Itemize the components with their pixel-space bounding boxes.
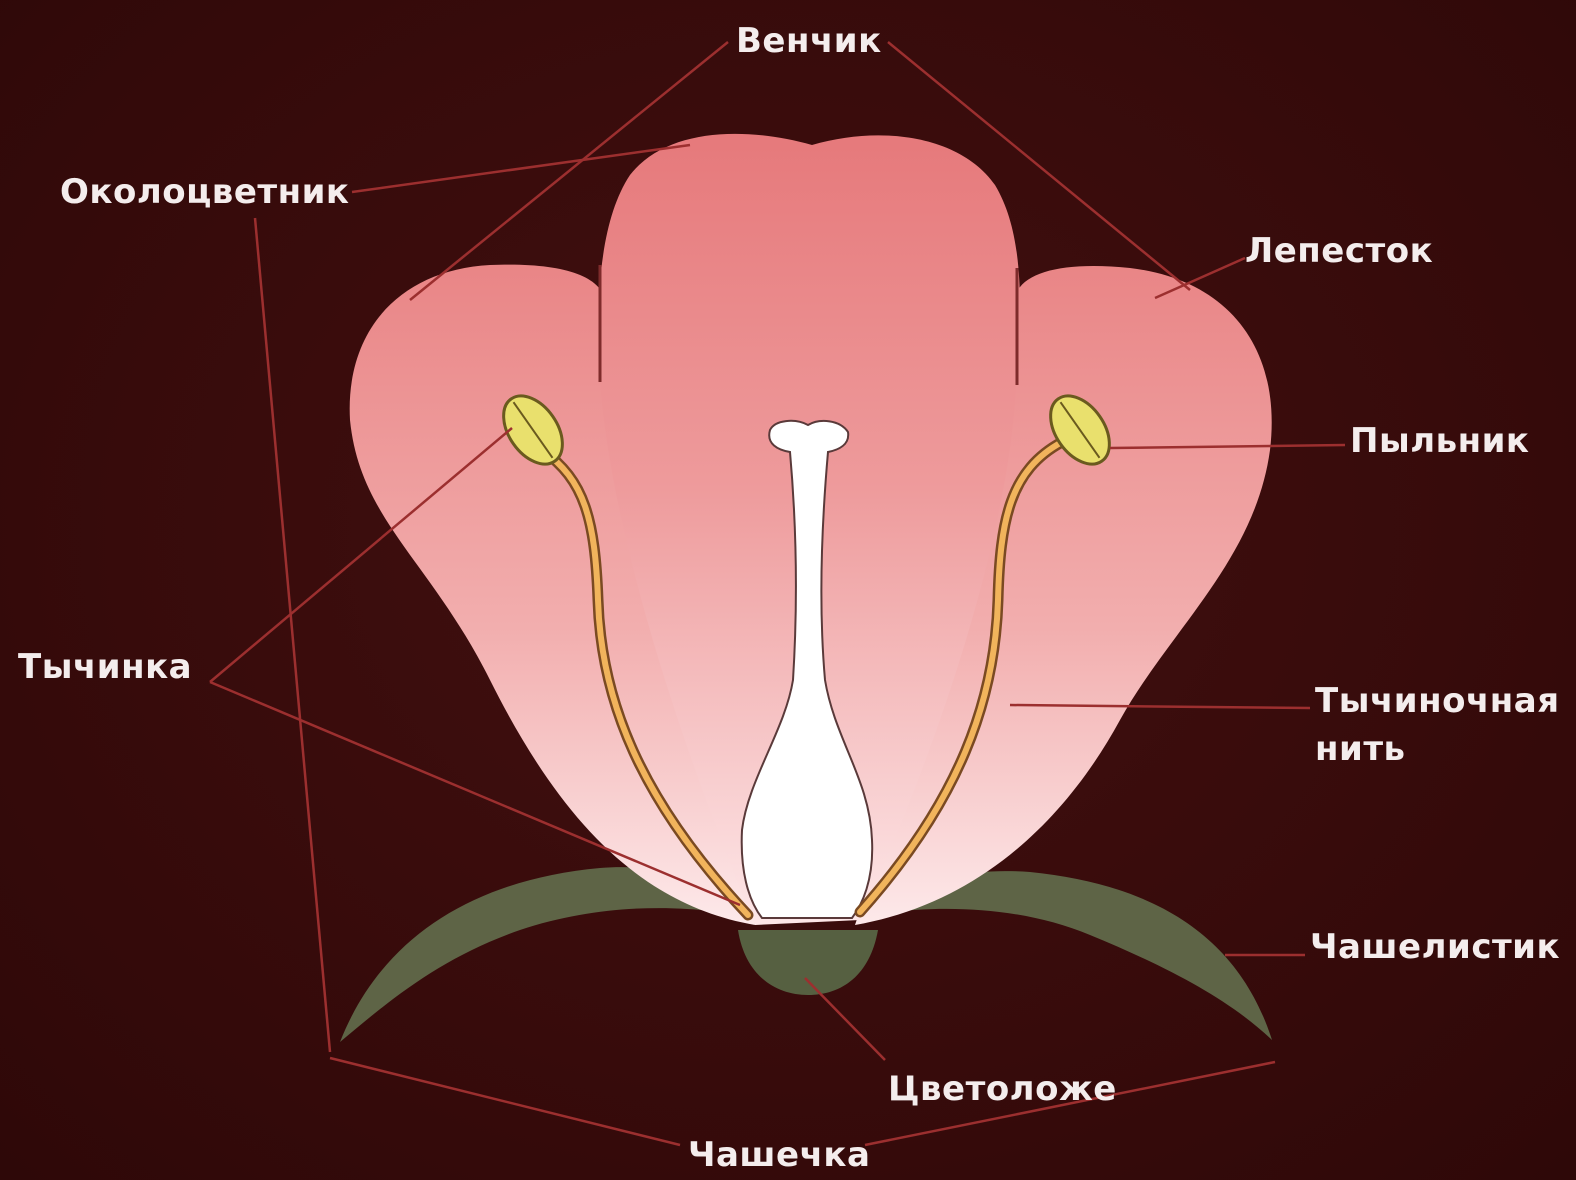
label-anther: Пыльник	[1350, 421, 1530, 461]
label-calyx: Чашечка	[688, 1135, 870, 1175]
receptacle	[738, 930, 878, 995]
label-petal: Лепесток	[1245, 231, 1433, 271]
label-stamen: Тычинка	[18, 647, 192, 687]
label-filament-line1: Тычиночная	[1315, 681, 1560, 721]
label-filament-line2: нить	[1315, 729, 1406, 769]
leader-receptacle	[805, 978, 885, 1060]
label-perianth: Околоцветник	[60, 172, 349, 212]
label-sepal: Чашелистик	[1310, 927, 1560, 967]
label-receptacle: Цветоложе	[888, 1069, 1117, 1109]
leader-calyx-left	[330, 1058, 680, 1145]
label-corolla: Венчик	[736, 21, 882, 61]
